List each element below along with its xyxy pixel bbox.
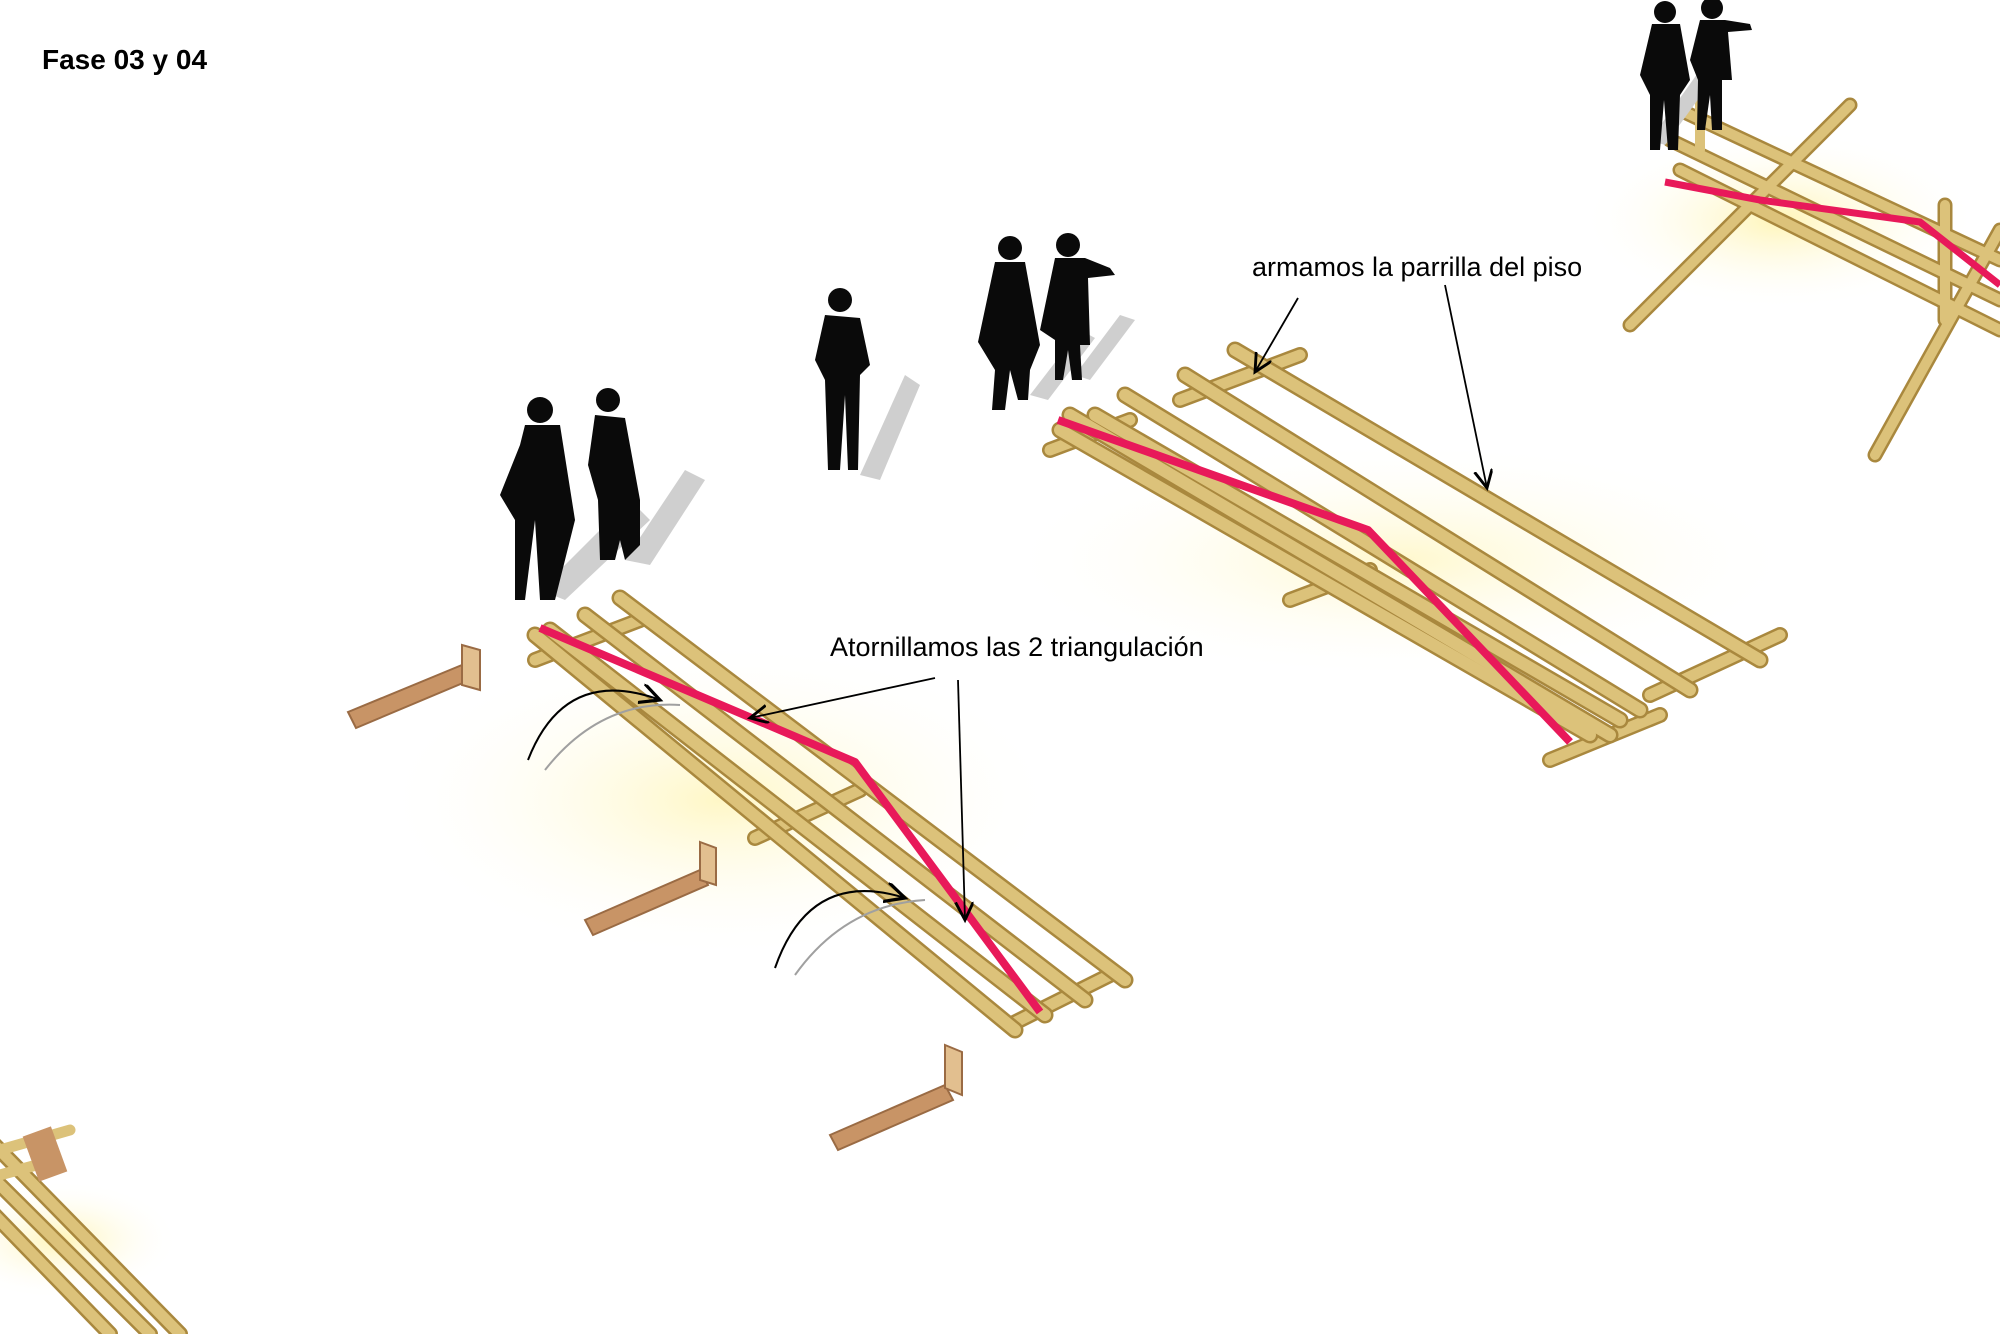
annotation-triangulation: Atornillamos las 2 triangulación <box>830 632 1204 662</box>
people <box>500 0 1752 600</box>
brace-right <box>1056 416 1573 745</box>
person-silhouette-icon <box>978 236 1040 410</box>
leader-lines <box>750 284 1487 920</box>
page-title: Fase 03 y 04 <box>42 44 208 75</box>
partial-frame-bottom-left <box>0 1124 188 1334</box>
wood-blocks <box>346 643 963 1152</box>
wood-block-2 <box>583 840 717 937</box>
wood-block-1 <box>346 643 481 730</box>
brace-left <box>538 624 1044 1015</box>
partial-frame-top-right <box>1580 85 2000 463</box>
rotation-arrow-icon <box>527 691 926 976</box>
person-silhouette-icon <box>1040 233 1115 380</box>
person-silhouette-icon <box>588 388 640 560</box>
person-silhouette-icon <box>500 397 575 600</box>
person-silhouette-icon <box>1640 1 1690 150</box>
person-silhouette-icon <box>815 288 870 470</box>
wood-block-3 <box>828 1043 963 1152</box>
annotation-floor-grid: armamos la parrilla del piso <box>1252 252 1583 282</box>
person-silhouette-icon <box>1690 0 1752 130</box>
floor-grid-right <box>1000 341 1800 768</box>
